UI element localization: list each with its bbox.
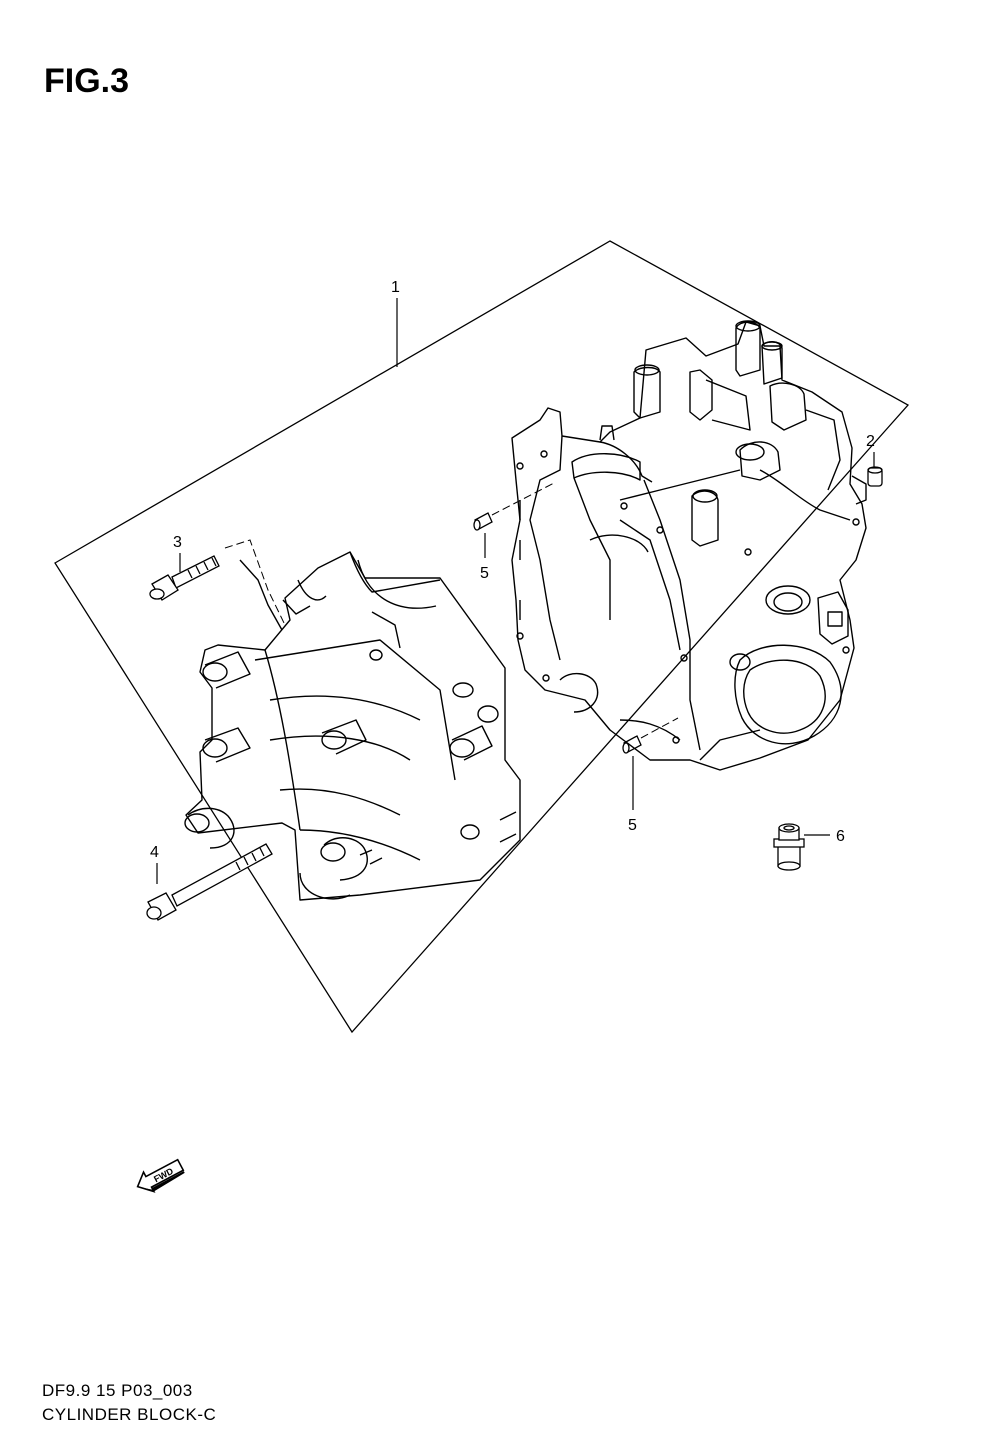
callout-5-lower[interactable]: 5 bbox=[628, 817, 637, 834]
callout-2[interactable]: 2 bbox=[866, 433, 875, 450]
figure-title: FIG.3 bbox=[44, 62, 130, 100]
callout-6[interactable]: 6 bbox=[836, 828, 845, 845]
dowel-pin-part-5-lower bbox=[622, 735, 642, 754]
cylinder-block bbox=[511, 320, 867, 771]
assembly-boundary bbox=[54, 240, 910, 1034]
callout-4[interactable]: 4 bbox=[150, 844, 159, 861]
dowel-pin-part-5-upper bbox=[473, 512, 493, 531]
fitting-part-6 bbox=[773, 823, 805, 871]
diagram-name: CYLINDER BLOCK-C bbox=[42, 1405, 217, 1424]
crankcase-half bbox=[184, 551, 521, 901]
callout-5-upper-dash bbox=[491, 481, 557, 516]
fwd-arrow-icon: FWD bbox=[136, 1158, 185, 1193]
bolt-part-4 bbox=[146, 843, 273, 921]
dowel-pin-part-2 bbox=[867, 466, 883, 487]
callout-5-lower-dash bbox=[640, 717, 679, 739]
callout-3[interactable]: 3 bbox=[173, 534, 182, 551]
diagram-code: DF9.9 15 P03_003 bbox=[42, 1381, 193, 1400]
assembly-dash-bolt3 bbox=[224, 539, 286, 626]
bolt-part-3 bbox=[149, 555, 220, 601]
callout-5-upper[interactable]: 5 bbox=[480, 565, 489, 582]
callout-1[interactable]: 1 bbox=[391, 279, 400, 296]
